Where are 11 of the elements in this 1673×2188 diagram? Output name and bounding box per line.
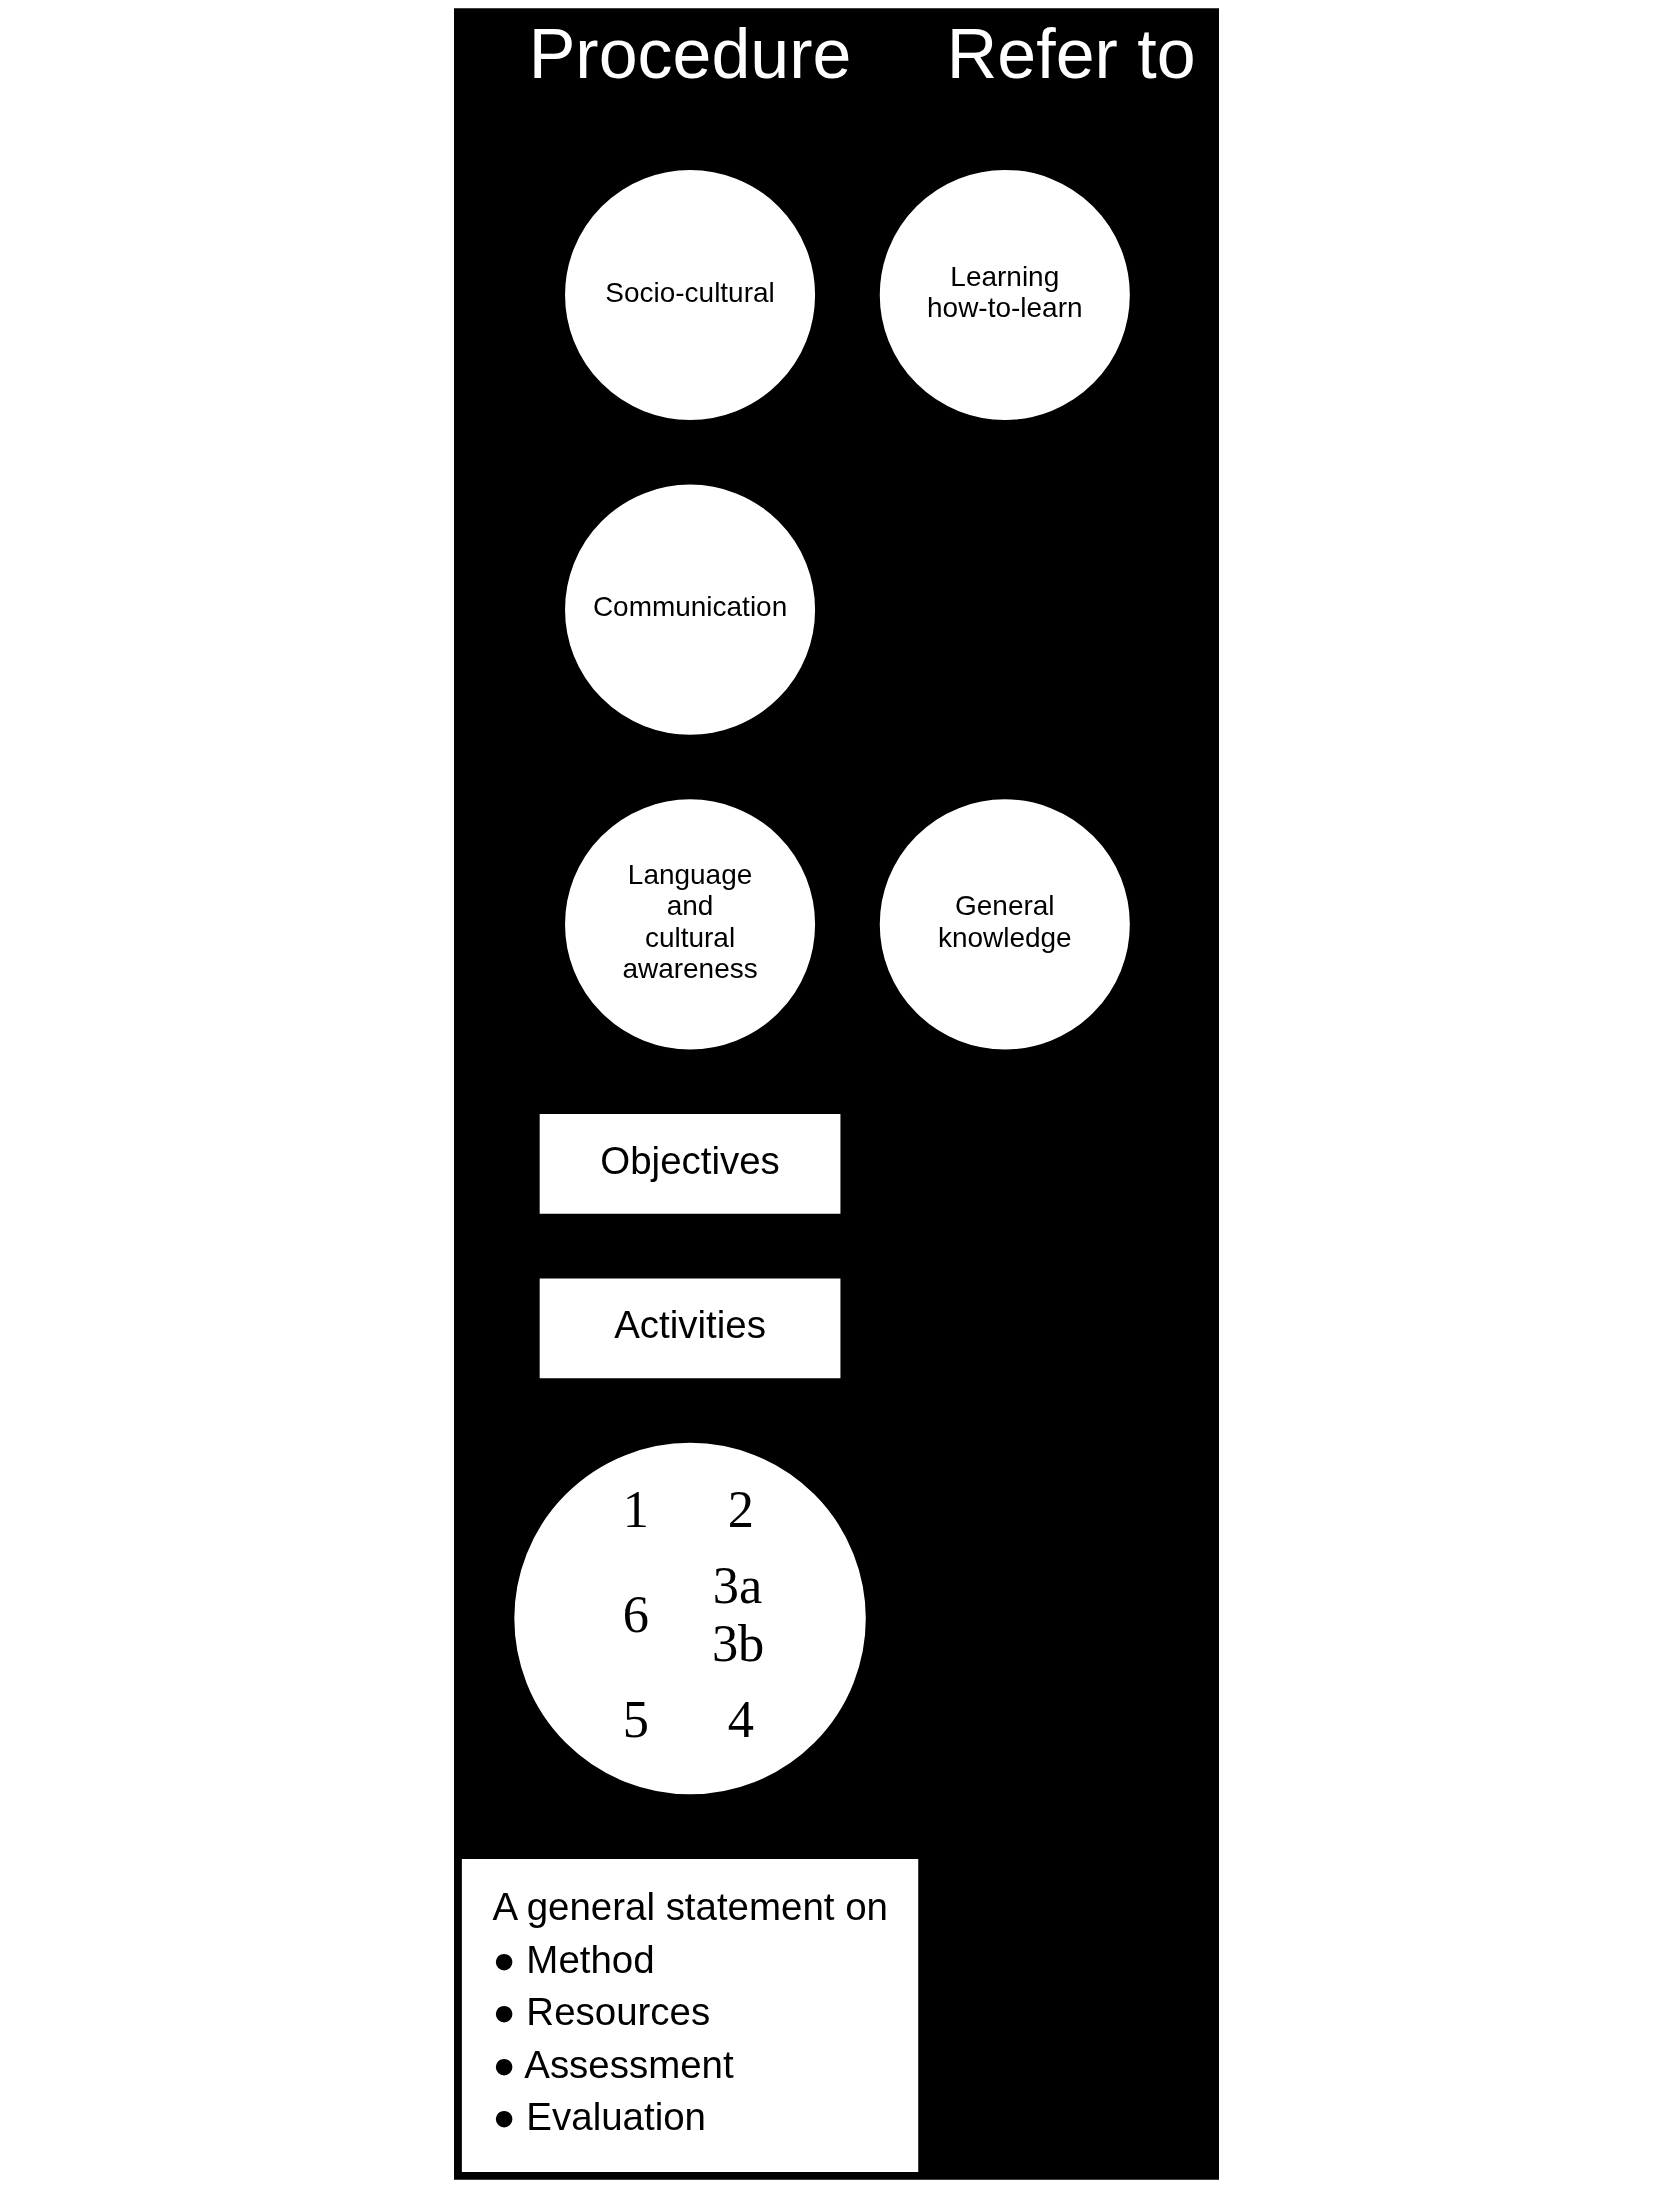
node-circle: 1 2 6 3a 3b 5 4 (512, 1441, 868, 1797)
node-circle: Language and cultural awareness (563, 797, 817, 1052)
node-box: Activities (537, 1276, 843, 1380)
label: Procedure (528, 15, 852, 94)
node-circle: Learning how-to-learn (878, 168, 1132, 422)
node-box: Objectives (537, 1112, 843, 1216)
node-box: A general statement on ● Method ● Resources ● Assessment ● Evaluation (460, 1857, 920, 2174)
node-circle: General knowledge (878, 797, 1132, 1052)
node-circle: Socio-cultural (563, 168, 817, 422)
node-circle: Communication (563, 482, 817, 737)
label: Refer to (946, 15, 1196, 94)
